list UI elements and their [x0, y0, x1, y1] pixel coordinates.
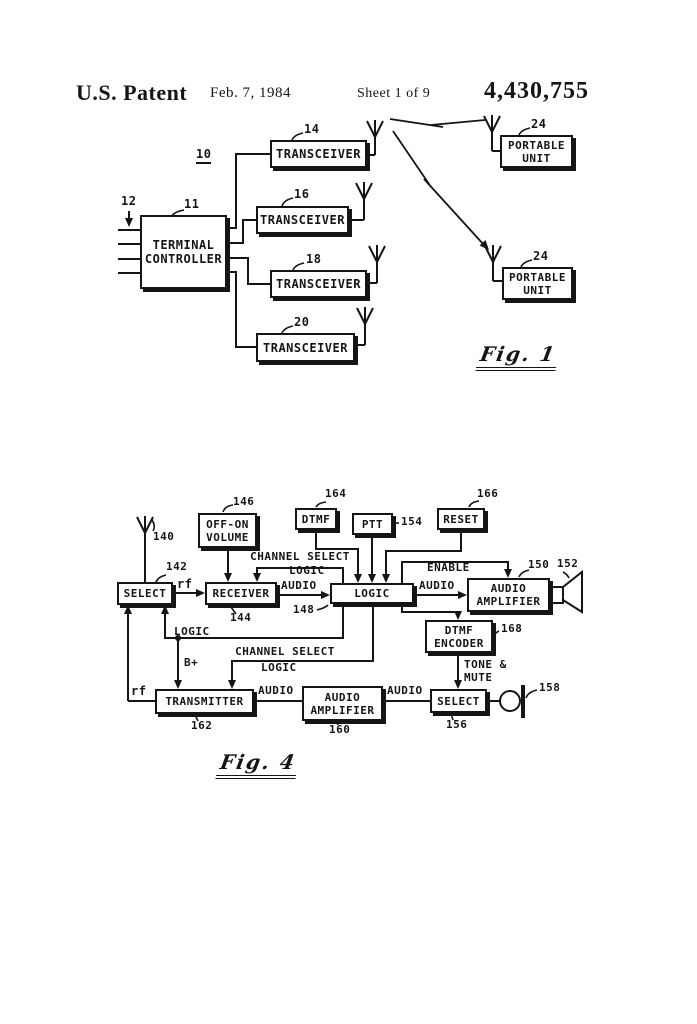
logic-box: LOGIC — [330, 583, 414, 604]
patent-header-sheet: Sheet 1 of 9 — [357, 86, 431, 101]
ptt-box: PTT — [352, 513, 393, 535]
ref-select-142: 142 — [166, 560, 188, 573]
ref-transceiver-18: 18 — [306, 252, 322, 266]
signal-enable: ENABLE — [427, 561, 470, 574]
ref-speaker-152: 152 — [557, 557, 579, 570]
terminal-controller-box: TERMINAL CONTROLLER — [140, 215, 227, 289]
reset-box: RESET — [437, 508, 485, 530]
ref-ptt-154: 154 — [401, 515, 423, 528]
patent-header-date: Feb. 7, 1984 — [210, 85, 291, 101]
ref-dtmf-164: 164 — [325, 487, 347, 500]
ref-transmitter-162: 162 — [191, 719, 213, 732]
radio-link-bolt — [389, 118, 486, 128]
transceiver-16-box: TRANSCEIVER — [256, 206, 349, 234]
ref-audio-amp-160: 160 — [329, 723, 351, 736]
ref-receiver-144: 144 — [230, 611, 252, 624]
select-antenna-box: SELECT — [117, 582, 173, 605]
microphone-icon — [499, 685, 525, 718]
signal-audio-rx: AUDIO — [281, 579, 317, 592]
ref-select-156: 156 — [446, 718, 468, 731]
signal-rf-rx: rf — [177, 577, 193, 591]
ref-input-12: 12 — [121, 194, 137, 208]
patent-header-title: U.S. Patent — [76, 80, 188, 105]
ref-leaders — [151, 127, 570, 726]
portable-unit-top-box: PORTABLE UNIT — [500, 135, 573, 168]
ref-controller-11: 11 — [184, 197, 200, 211]
audio-amplifier-rx-box: AUDIO AMPLIFIER — [467, 578, 550, 612]
ref-antenna-140: 140 — [153, 530, 175, 543]
transceiver-18-box: TRANSCEIVER — [270, 270, 367, 298]
ref-reset-166: 166 — [477, 487, 499, 500]
patent-header-number: 4,430,755 — [484, 78, 589, 104]
ref-logic-148: 148 — [293, 603, 315, 616]
fig1-caption: Fig. 1 — [475, 342, 561, 371]
ref-transceiver-16: 16 — [294, 187, 310, 201]
transmitter-box: TRANSMITTER — [155, 689, 254, 714]
antenna-icon — [366, 120, 384, 156]
signal-logic-rx: LOGIC — [289, 564, 325, 577]
signal-channel-select-rx: CHANNEL SELECT — [250, 550, 350, 563]
receiver-box: RECEIVER — [205, 582, 277, 605]
signal-b-plus: B+ — [184, 656, 199, 669]
dtmf-box: DTMF — [295, 508, 337, 530]
audio-amplifier-tx-box: AUDIO AMPLIFIER — [302, 686, 383, 721]
signal-tone-mute: TONE & MUTE — [464, 658, 507, 684]
antenna-icon — [368, 245, 386, 284]
ref-portable-24-top: 24 — [531, 117, 547, 131]
transceiver-20-box: TRANSCEIVER — [256, 333, 355, 362]
arrowheads — [124, 218, 512, 689]
antenna-icon — [136, 516, 154, 583]
ref-transceiver-14: 14 — [304, 122, 320, 136]
signal-rf-tx: rf — [131, 684, 147, 698]
speaker-icon — [551, 569, 583, 614]
fig4-caption: Fig. 4 — [215, 750, 301, 779]
signal-logic-tx: LOGIC — [261, 661, 297, 674]
select-audio-box: SELECT — [430, 689, 487, 713]
ref-volume-146: 146 — [233, 495, 255, 508]
antenna-icon — [349, 182, 373, 221]
transceiver-14-box: TRANSCEIVER — [270, 140, 367, 168]
antenna-icon — [484, 245, 502, 282]
dtmf-encoder-box: DTMF ENCODER — [425, 620, 493, 653]
signal-logic-feedback: LOGIC — [174, 625, 210, 638]
radio-link-bolt — [392, 130, 485, 246]
ref-mic-158: 158 — [539, 681, 561, 694]
signal-audio-tx1: AUDIO — [258, 684, 294, 697]
signal-channel-select-tx: CHANNEL SELECT — [235, 645, 335, 658]
ref-transceiver-20: 20 — [294, 315, 310, 329]
signal-audio-tx2: AUDIO — [387, 684, 423, 697]
ref-encoder-168: 168 — [501, 622, 523, 635]
ref-audio-amp-150: 150 — [528, 558, 550, 571]
antenna-icon — [483, 115, 501, 152]
ref-portable-24-bottom: 24 — [533, 249, 549, 263]
antenna-icon — [356, 307, 374, 346]
ref-system-10: 10 — [196, 147, 212, 164]
signal-audio-out: AUDIO — [419, 579, 455, 592]
off-on-volume-box: OFF-ON VOLUME — [198, 513, 257, 548]
portable-unit-bottom-box: PORTABLE UNIT — [502, 267, 573, 300]
